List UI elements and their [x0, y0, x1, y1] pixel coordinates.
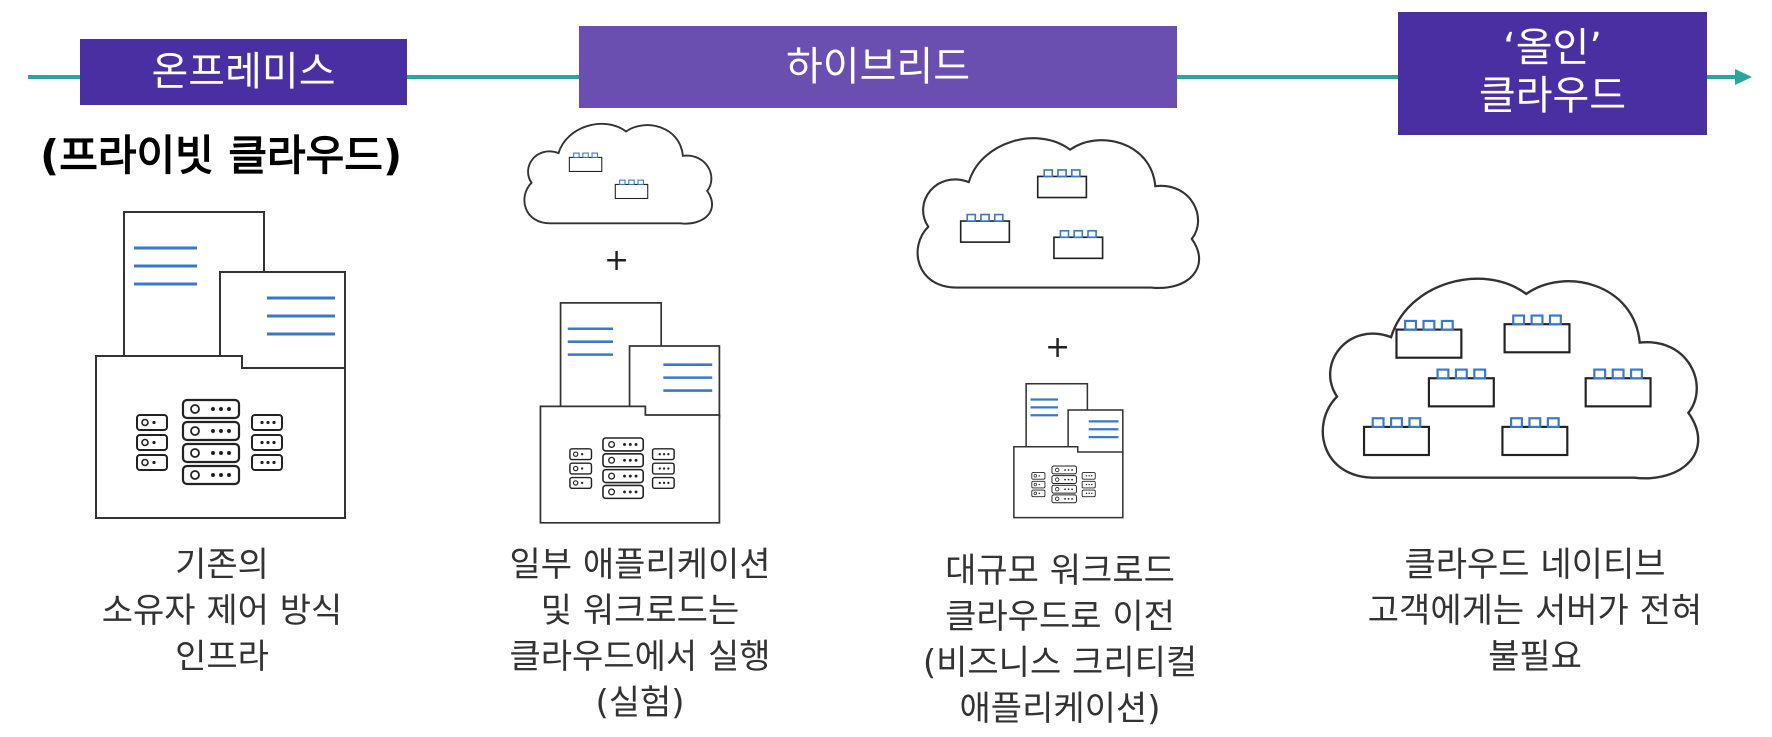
hybrid-experiment-building-icon — [539, 302, 721, 524]
plus-icon: + — [604, 243, 630, 278]
allin-cloud-icon — [1321, 277, 1700, 480]
plus-icon: + — [1045, 330, 1071, 365]
hybrid-migration-caption: 대규모 워크로드 클라우드로 이전 (비즈니스 크리티컬 애플리케이션) — [922, 551, 1198, 729]
onprem-caption: 기존의 소유자 제어 방식 인프라 — [101, 545, 343, 677]
onprem-sublabel: (프라이빗 클라우드) — [40, 131, 403, 180]
hybrid-experiment-cloud-icon — [523, 122, 714, 225]
allin-label: ‘올인’ 클라우드 — [1398, 12, 1707, 135]
hybrid-experiment-caption: 일부 애플리케이션 및 워크로드는 클라우드에서 실행 (실험) — [509, 545, 771, 723]
hybrid-label: 하이브리드 — [579, 26, 1177, 108]
arrow-right-icon — [1735, 69, 1752, 85]
onprem-building-icon — [95, 211, 346, 519]
hybrid-migration-building-icon — [1013, 382, 1124, 519]
allin-label-line1: ‘올인’ — [1502, 25, 1603, 71]
allin-caption: 클라우드 네이티브 고객에게는 서버가 전혀 불필요 — [1367, 545, 1703, 677]
hybrid-migration-cloud-icon — [916, 137, 1201, 290]
allin-label-line2: 클라우드 — [1478, 73, 1627, 119]
onprem-label: 온프레미스 — [80, 39, 407, 105]
